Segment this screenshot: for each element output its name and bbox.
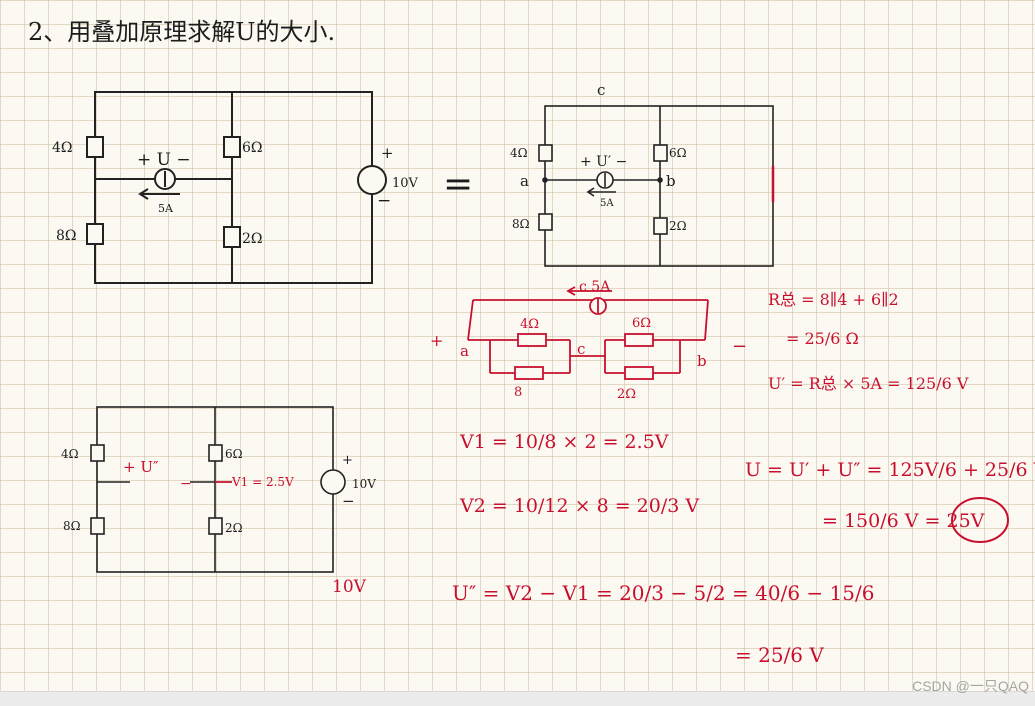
calc-u-total: U = U′ + U″ = 125V/6 + 25/6 V [745,459,1035,481]
voltage-source-icon [357,165,387,195]
watermark: CSDN @一只QAQ [912,678,1029,694]
c1-label-4: 4Ω [52,140,73,156]
bottom-bar [0,691,1035,706]
answer-circle [951,497,1009,543]
simp-r6: 6Ω [632,316,651,331]
c1-minus: − [377,191,391,211]
calc-u-final: = 150/6 V = 25V [822,510,985,532]
c3-minus: − [342,492,355,510]
equals-sign: = [443,164,473,205]
c3-minus-node: − [180,476,192,492]
circuit-voltage-only [90,406,346,573]
simp-node-a: a [460,342,469,360]
c2-label-2: 2Ω [669,219,687,233]
calc-u2: U″ = V2 − V1 = 20/3 − 5/2 = 40/6 − 15/6 [452,581,874,605]
simp-node-c: c [577,340,585,358]
c1-label-2: 2Ω [242,231,263,247]
c1-u-label: + U − [137,150,191,170]
c2-current: 5A [600,198,614,209]
c3-bottom-label: 10V [332,577,367,597]
voltage-source-icon [320,469,346,495]
simp-plus: + [430,331,443,350]
c1-label-8: 8Ω [56,228,77,244]
c3-u-label: + U″ [123,458,159,476]
simp-node-b: b [697,352,707,370]
c1-label-6: 6Ω [242,140,263,156]
resistor-4 [86,136,104,158]
req-line2: = 25/6 Ω [786,329,859,348]
c3-source: 10V [352,477,376,491]
c3-label-2: 2Ω [225,521,243,535]
c2-u-label: + U′ − [580,154,627,170]
circuit-current-only [538,105,774,267]
circuit-original [86,91,387,284]
simplified-circuit [467,286,709,380]
c3-label-8: 8Ω [63,519,81,533]
c2-node-a: a [520,172,529,190]
simp-minus: − [732,336,747,357]
calc-v2: V2 = 10/12 × 8 = 20/3 V [459,495,699,517]
problem-title: 2、用叠加原理求解U的大小. [28,18,335,46]
calc-v1: V1 = 10/8 × 2 = 2.5V [459,431,669,453]
c2-node-c: c [597,81,605,99]
c3-v1: V1 = 2.5V [231,475,294,489]
c3-label-6: 6Ω [225,447,243,461]
calc-u2-result: = 25/6 V [735,643,824,667]
c3-label-4: 4Ω [61,447,79,461]
req-line1: R总 = 8∥4 + 6∥2 [768,290,899,309]
c3-plus: + [342,453,353,468]
c2-node-b: b [666,172,676,190]
c2-label-6: 6Ω [669,146,687,160]
c1-source: 10V [392,176,419,191]
req-line3: U′ = R总 × 5A = 125/6 V [768,374,969,393]
resistor-6 [223,136,241,158]
c2-label-8: 8Ω [512,217,530,231]
simp-source-label: c 5A [579,279,611,295]
simp-r8: 8 [514,385,522,400]
c2-label-4: 4Ω [510,146,528,160]
resistor-8 [86,223,104,245]
resistor-2 [223,226,241,248]
c1-current: 5A [158,202,174,215]
simp-r4: 4Ω [520,317,539,332]
simp-r2: 2Ω [617,387,636,402]
c1-plus: + [381,144,394,162]
